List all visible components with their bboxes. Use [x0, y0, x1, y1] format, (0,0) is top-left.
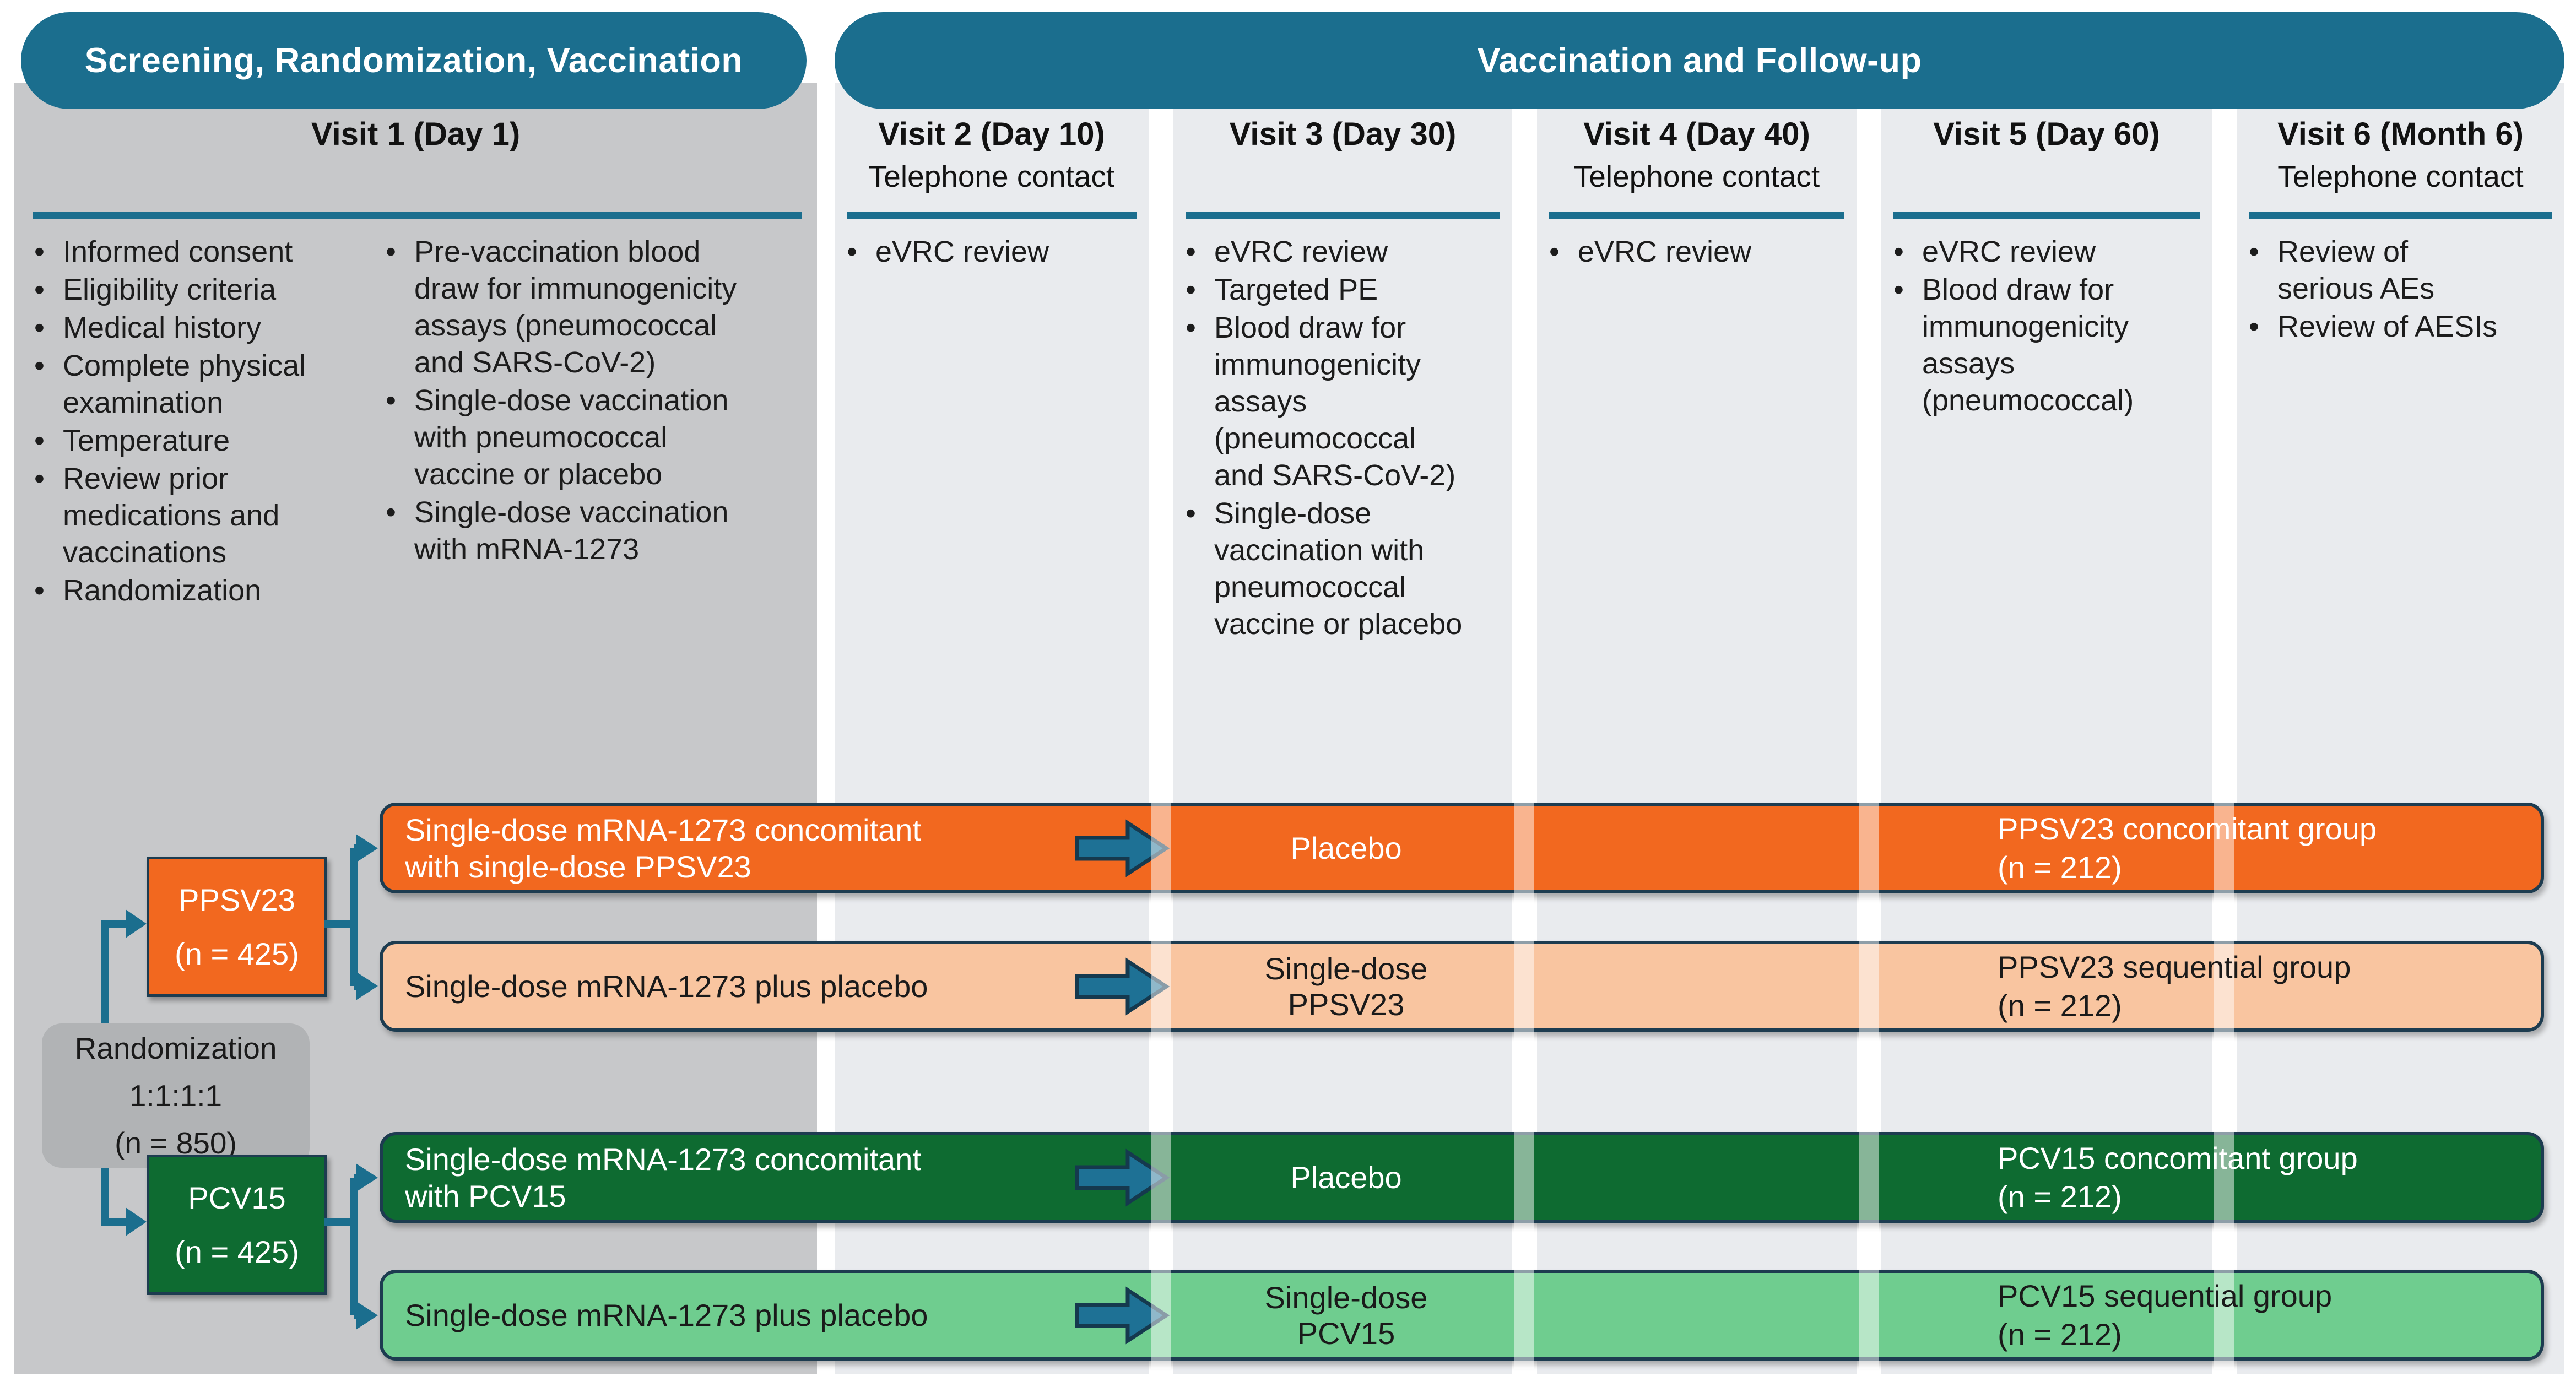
visit4-subtitle: Telephone contact [1573, 159, 1820, 193]
column-gap-stripe [2214, 796, 2234, 1369]
arm2-treatment-label: Single-dose mRNA-1273 plus placebo [405, 969, 928, 1004]
visit1-activities-list-col1: •Informed consent •Eligibility criteria … [34, 234, 387, 610]
list-item: •Single-dose vaccination with pneumococc… [386, 384, 729, 491]
visit5-title: Visit 5 (Day 60) [1881, 113, 2212, 155]
visit2-activities-list: •eVRC review [847, 234, 1139, 272]
column-gap-stripe [1151, 796, 1171, 1369]
visit6-subtitle: Telephone contact [2277, 159, 2524, 193]
randomization-label: Randomization 1:1:1:1 (n = 850) [74, 1031, 277, 1160]
list-item: •Review prior medications and vaccinatio… [34, 462, 280, 569]
list-item: •Review of AESIs [2249, 310, 2498, 343]
list-item: •eVRC review [1893, 235, 2096, 268]
arm3-day30-label: Placebo [1290, 1160, 1402, 1195]
column-gap-stripe [1859, 796, 1879, 1369]
visit2-title-text: Visit 2 (Day 10) [878, 116, 1105, 152]
list-item: •Pre-vaccination blood draw for immunoge… [386, 235, 737, 379]
list-item: •Medical history [34, 311, 262, 344]
visit3-activities-list: •eVRC review •Targeted PE •Blood draw fo… [1186, 234, 1502, 644]
visit4-activities-list: •eVRC review [1549, 234, 1847, 272]
list-item: •Complete physical examination [34, 349, 306, 419]
arm1-group-label: PPSV23 concomitant group (n = 212) [1998, 811, 2377, 885]
visit6-title: Visit 6 (Month 6) Telephone contact [2237, 113, 2564, 197]
visit3-title: Visit 3 (Day 30) [1173, 113, 1512, 155]
arm2-group-label: PPSV23 sequential group (n = 212) [1998, 949, 2351, 1023]
header-vaccination-and-follow-up: Vaccination and Follow-up [835, 12, 2564, 109]
list-item: •eVRC review [1186, 235, 1388, 268]
list-item: •Randomization [34, 574, 262, 607]
arm-bar-pcv15-concomitant: Single-dose mRNA-1273 concomitant with P… [380, 1132, 2544, 1223]
visit1-activities-list-col2: •Pre-vaccination blood draw for immunoge… [386, 234, 818, 569]
arm-bar-pcv15-sequential: Single-dose mRNA-1273 plus placebo Singl… [380, 1270, 2544, 1361]
randomization-box: Randomization 1:1:1:1 (n = 850) [42, 1023, 310, 1168]
visit6-activities-list: •Review of serious AEs •Review of AESIs [2249, 234, 2555, 346]
list-item: •eVRC review [1549, 235, 1752, 268]
ppsv23-arm-label: PPSV23 (n = 425) [175, 882, 299, 971]
visit4-divider [1549, 212, 1844, 219]
list-item: •Eligibility criteria [34, 273, 277, 306]
pcv15-arm-box: PCV15 (n = 425) [147, 1155, 327, 1295]
column-gap-stripe [1514, 796, 1534, 1369]
list-item: •eVRC review [847, 235, 1049, 268]
arm4-treatment-label: Single-dose mRNA-1273 plus placebo [405, 1298, 928, 1332]
visit6-divider [2249, 212, 2552, 219]
block-arrow-right-icon [1075, 1148, 1170, 1206]
visit2-title: Visit 2 (Day 10) Telephone contact [835, 113, 1149, 197]
ppsv23-arm-box: PPSV23 (n = 425) [147, 857, 327, 997]
list-item: •Single-dose vaccination with mRNA-1273 [386, 496, 729, 566]
arm3-group-label: PCV15 concomitant group (n = 212) [1998, 1140, 2358, 1214]
arm4-day30-label: Single-dose PCV15 [1264, 1280, 1428, 1351]
visit3-divider [1186, 212, 1500, 219]
arm2-day30-label: Single-dose PPSV23 [1264, 951, 1428, 1022]
list-item: •Temperature [34, 424, 230, 457]
arm-bar-ppsv23-sequential: Single-dose mRNA-1273 plus placebo Singl… [380, 941, 2544, 1032]
header-screening-randomization-vaccination: Screening, Randomization, Vaccination [21, 12, 807, 109]
visit6-title-text: Visit 6 (Month 6) [2277, 116, 2524, 152]
visit3-title-text: Visit 3 (Day 30) [1229, 116, 1457, 152]
visit5-divider [1893, 212, 2200, 219]
arm4-group-label: PCV15 sequential group (n = 212) [1998, 1278, 2333, 1352]
list-item: •Blood draw for immunogenicity assays (p… [1186, 311, 1456, 492]
block-arrow-right-icon [1075, 957, 1170, 1015]
visit2-subtitle: Telephone contact [868, 159, 1115, 193]
block-arrow-right-icon [1075, 1286, 1170, 1344]
arm1-day30-label: Placebo [1290, 831, 1402, 865]
visit1-divider [33, 212, 802, 219]
pcv15-arm-label: PCV15 (n = 425) [175, 1180, 299, 1269]
visit4-title: Visit 4 (Day 40) Telephone contact [1537, 113, 1857, 197]
list-item: •Single-dose vaccination with pneumococc… [1186, 497, 1463, 641]
visit1-title-text: Visit 1 (Day 1) [311, 116, 521, 152]
block-arrow-right-icon [1075, 819, 1170, 877]
list-item: •Review of serious AEs [2249, 235, 2435, 305]
visit2-divider [847, 212, 1137, 219]
list-item: •Informed consent [34, 235, 293, 268]
arm-bar-ppsv23-concomitant: Single-dose mRNA-1273 concomitant with s… [380, 803, 2544, 893]
visit5-title-text: Visit 5 (Day 60) [1933, 116, 2160, 152]
header-left-label: Screening, Randomization, Vaccination [84, 41, 743, 80]
list-item: •Blood draw for immunogenicity assays (p… [1893, 273, 2134, 417]
arm3-treatment-label: Single-dose mRNA-1273 concomitant with P… [405, 1141, 921, 1213]
visit1-title: Visit 1 (Day 1) [14, 113, 817, 155]
header-right-label: Vaccination and Follow-up [1477, 41, 1922, 80]
list-item: •Targeted PE [1186, 273, 1378, 306]
visit5-activities-list: •eVRC review •Blood draw for immunogenic… [1893, 234, 2202, 420]
arm1-treatment-label: Single-dose mRNA-1273 concomitant with s… [405, 812, 921, 884]
visit4-title-text: Visit 4 (Day 40) [1583, 116, 1810, 152]
